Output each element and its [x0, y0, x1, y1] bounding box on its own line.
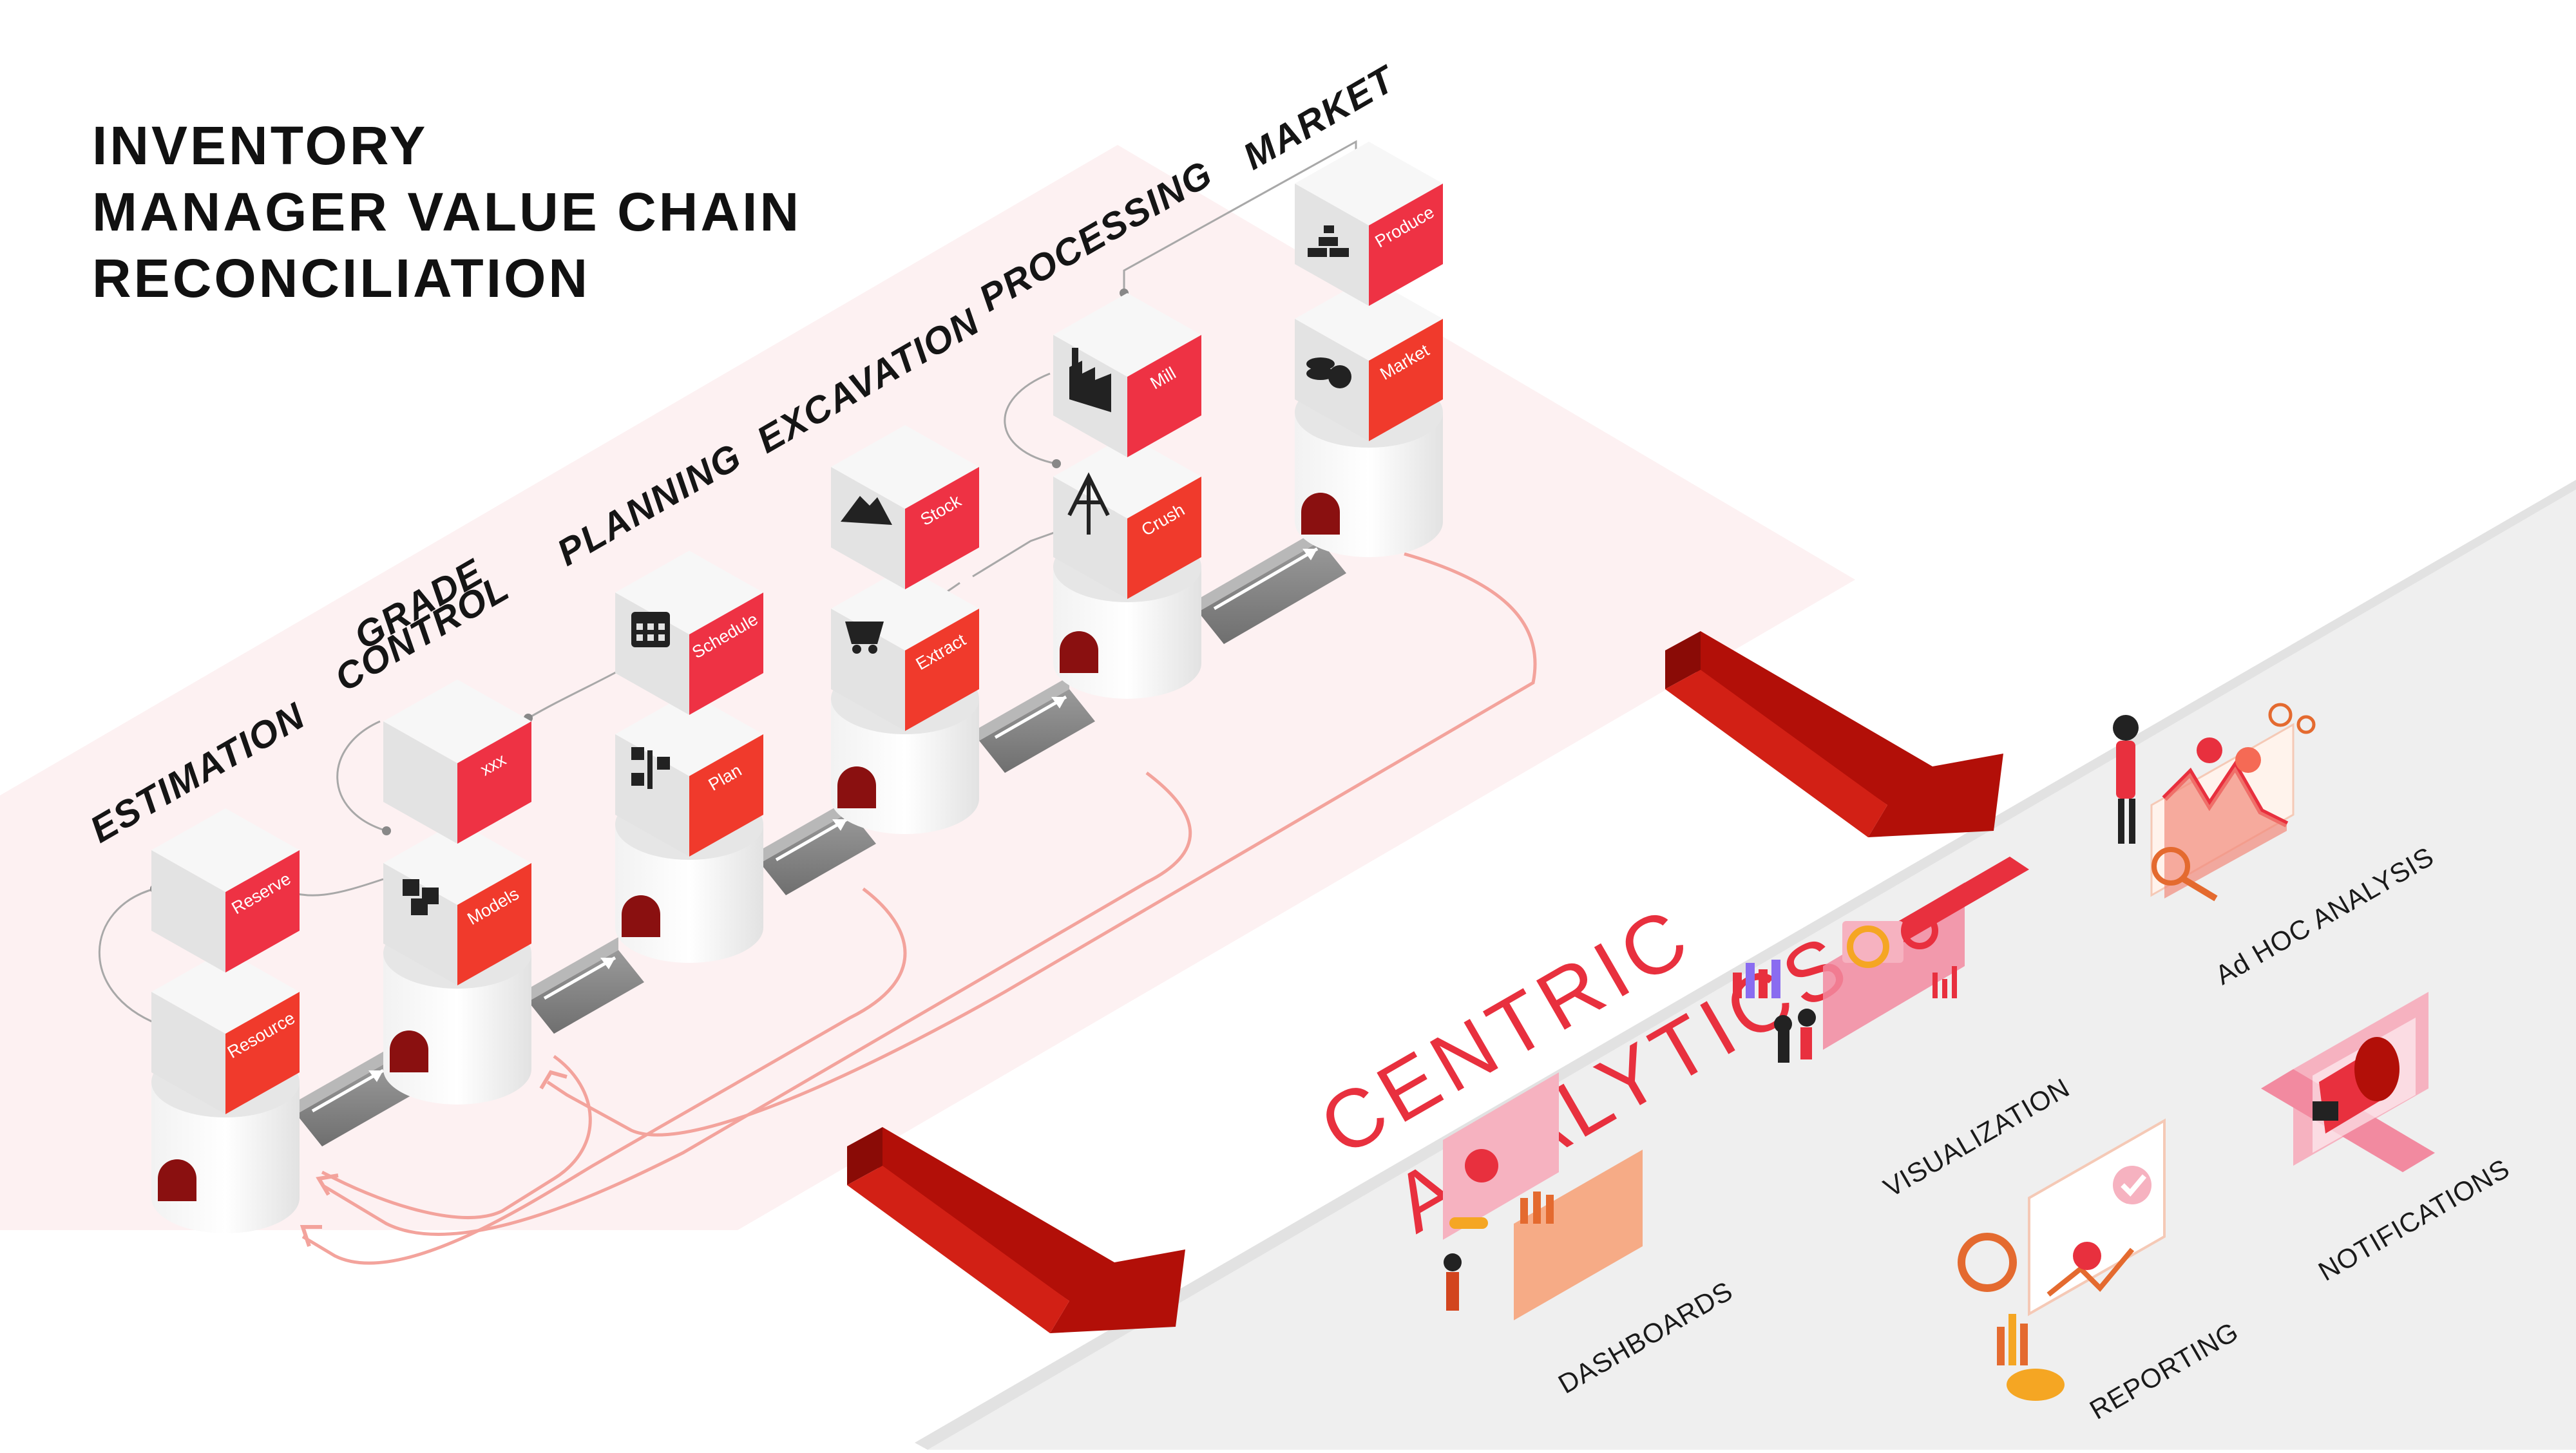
gold-bars-icon [1308, 225, 1349, 257]
page-title: INVENTORY MANAGER VALUE CHAIN RECONCILIA… [92, 113, 801, 312]
report-illustration-icon[interactable] [1958, 1118, 2166, 1401]
pipe-5 [1198, 528, 1346, 644]
cube-xxx[interactable]: xxx [383, 679, 531, 844]
cube-resource[interactable]: Resource [151, 950, 300, 1114]
title-line-1: INVENTORY [92, 115, 428, 176]
cubes-icon [403, 879, 439, 915]
coins-chart-icon [1306, 357, 1351, 388]
analytics-platform-edge [915, 480, 2576, 1450]
calendar-icon [631, 612, 670, 647]
mountain-icon [841, 496, 892, 525]
cube-crush[interactable]: Crush [1053, 435, 1201, 599]
cube-schedule[interactable]: Schedule [615, 551, 763, 715]
feedback-loops [300, 552, 1537, 1265]
pipe-2 [528, 937, 644, 1034]
big-arrow-lower [847, 1127, 1185, 1333]
pipe-3 [760, 799, 876, 895]
visualization-illustration-icon[interactable] [1733, 857, 2029, 1063]
pipe-4 [979, 676, 1095, 773]
cube-stock[interactable]: Stock [831, 425, 979, 589]
cube-models[interactable]: Models [383, 821, 531, 985]
mine-cart-icon [845, 622, 884, 654]
cube-produce[interactable]: Produce [1295, 142, 1443, 306]
cube-mill[interactable]: Mill [1053, 293, 1201, 457]
cube-reserve[interactable]: Reserve [151, 808, 300, 973]
title-line-2: MANAGER VALUE CHAIN [92, 182, 802, 242]
title-line-3: RECONCILIATION [92, 248, 591, 309]
dashboard-illustration-icon[interactable] [1443, 1072, 1643, 1320]
big-arrow-upper [1665, 631, 2003, 837]
factory-icon [1069, 348, 1111, 412]
cube-plan[interactable]: Plan [615, 692, 763, 857]
drill-rig-icon [1067, 472, 1110, 535]
flowchart-icon [631, 747, 670, 789]
pipe-1 [296, 1050, 412, 1146]
analysis-illustration-icon[interactable] [2113, 703, 2316, 902]
cube-extract[interactable]: Extract [831, 567, 979, 731]
megaphone-laptop-icon[interactable] [2261, 992, 2435, 1172]
flow-pipes [296, 528, 1346, 1146]
cube-market[interactable]: Market [1295, 277, 1443, 441]
